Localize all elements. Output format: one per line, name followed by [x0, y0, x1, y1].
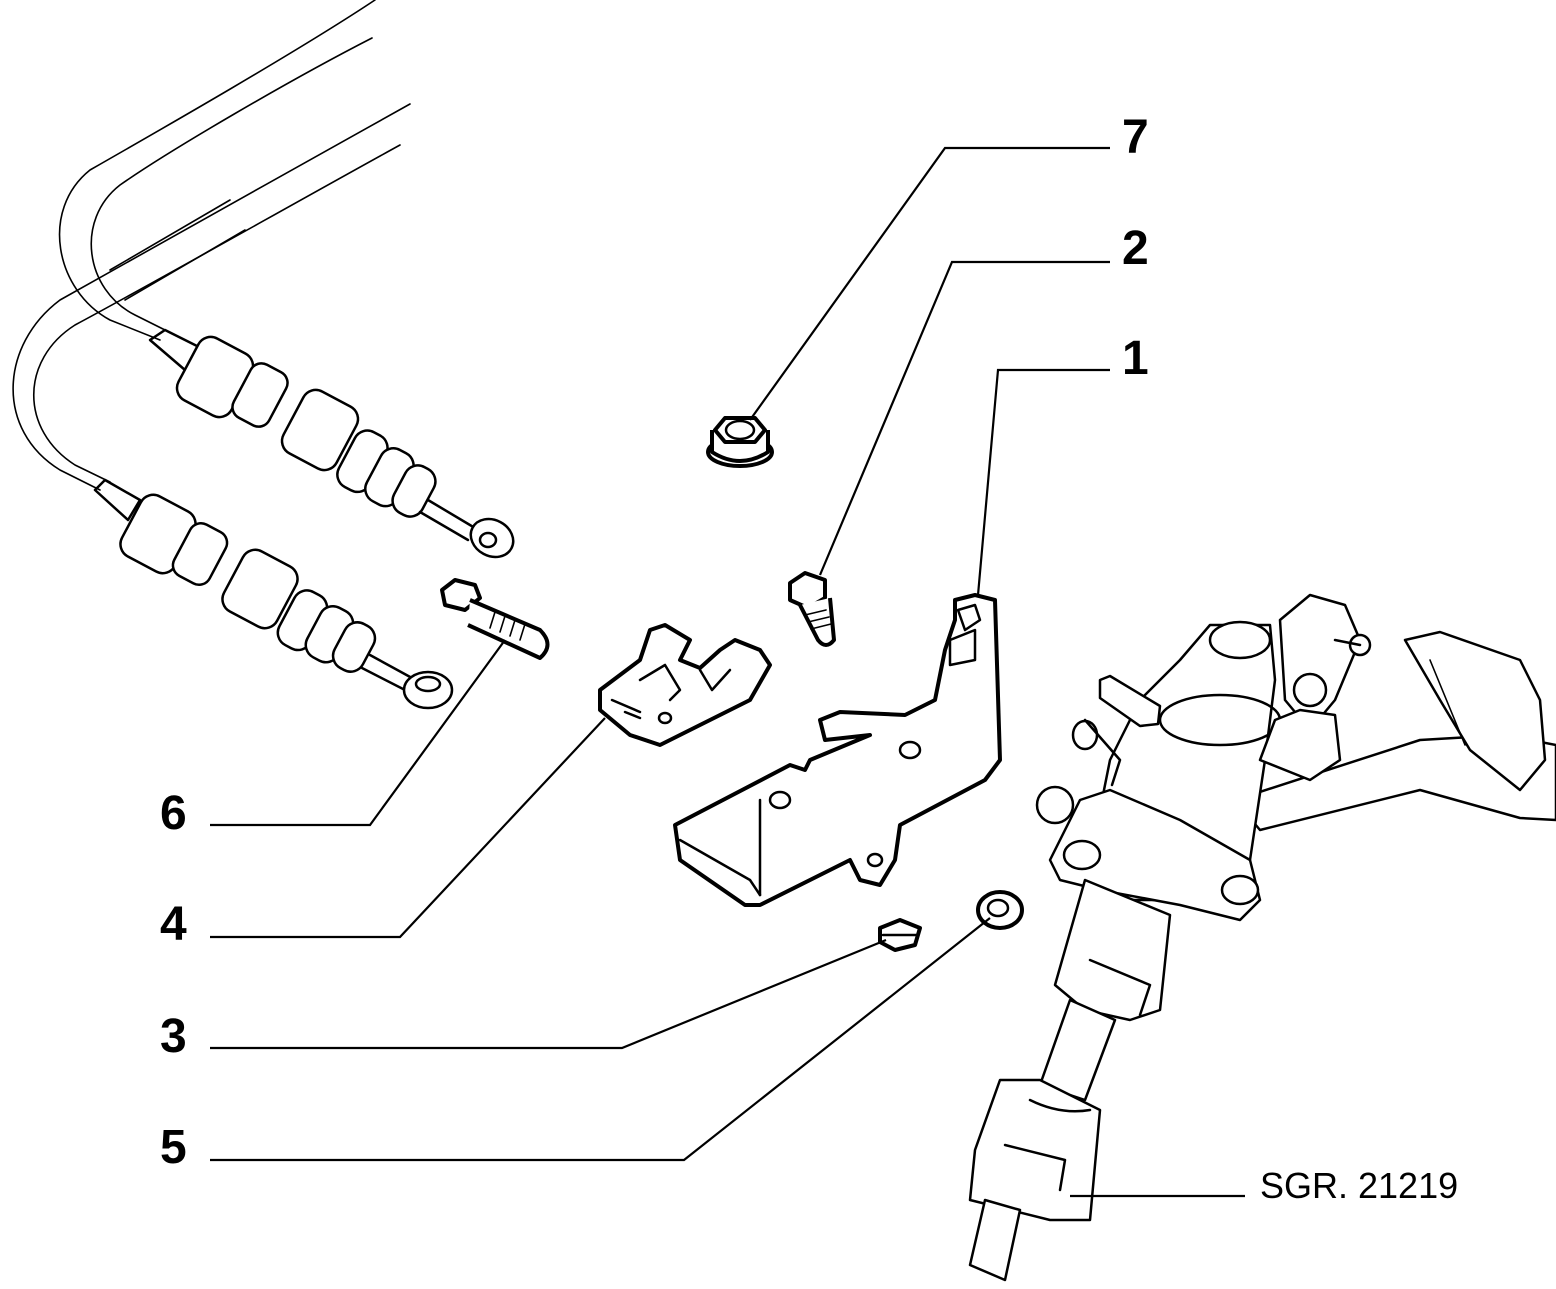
leader-1 [976, 368, 1110, 596]
leader-4 [210, 717, 606, 939]
part-7-flange-nut [706, 416, 774, 468]
leader-lines [210, 146, 1245, 1198]
part-3-bushing [878, 918, 922, 952]
leader-2 [818, 260, 1110, 576]
part-2-bolt [788, 571, 836, 647]
leader-6 [210, 639, 506, 827]
leader-7 [749, 146, 1110, 421]
callout-labels: 7 2 1 6 4 3 5 SGR. 21219 [160, 111, 1458, 1206]
gear-selector-assembly [968, 593, 1556, 1282]
callout-5: 5 [160, 1121, 187, 1174]
callout-4: 4 [160, 898, 187, 951]
callout-1: 1 [1122, 332, 1149, 385]
part-1-mounting-bracket [673, 593, 1002, 907]
gear-cables [12, 0, 515, 710]
callout-2: 2 [1122, 222, 1149, 275]
reference-code: SGR. 21219 [1260, 1165, 1458, 1206]
callout-6: 6 [160, 787, 187, 840]
part-4-clip-bracket [598, 623, 772, 747]
part-6-pin-bolt [440, 578, 550, 660]
leader-5 [210, 917, 991, 1162]
callout-3: 3 [160, 1010, 187, 1063]
leader-3 [210, 938, 887, 1050]
callout-7: 7 [1122, 111, 1149, 164]
